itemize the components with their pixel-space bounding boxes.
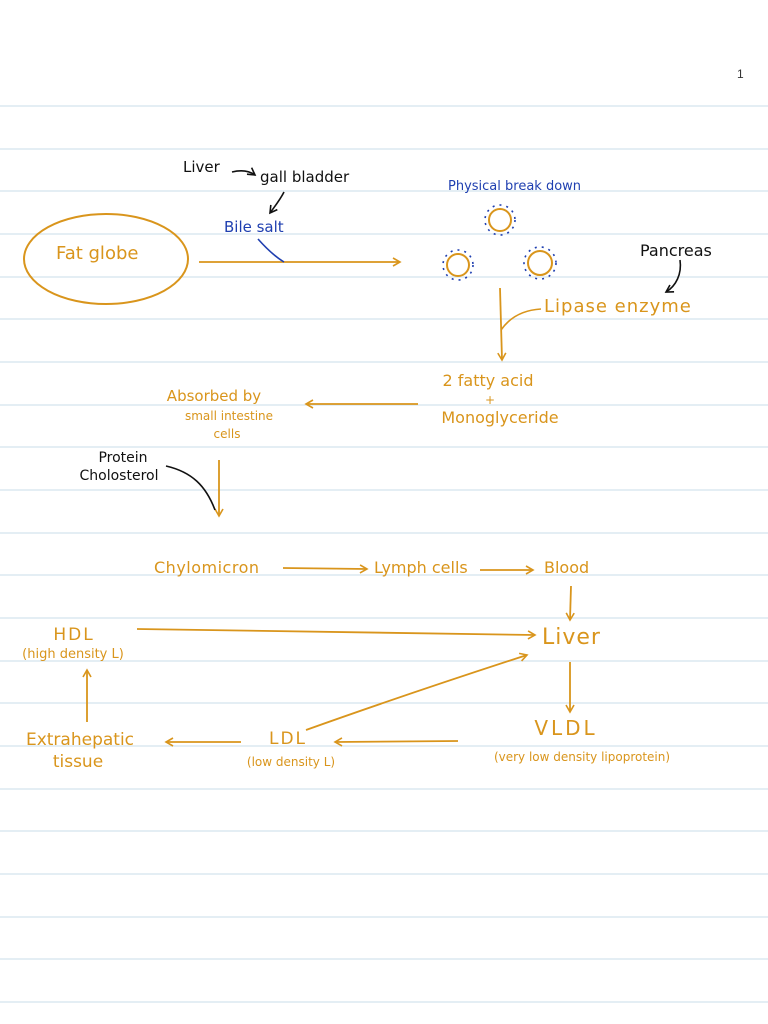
hdl-full-label: (high density L) <box>22 647 124 662</box>
extrahepatic-label-1: Extrahepatic <box>25 730 135 750</box>
hdl-to-liver-arrow <box>136 628 537 640</box>
protein-label: Protein <box>98 450 148 466</box>
liver-top-label: Liver <box>183 158 220 176</box>
pancreas-label: Pancreas <box>640 241 712 260</box>
bile-salt-label: Bile salt <box>224 218 284 236</box>
fat-globe-ellipse <box>23 213 189 305</box>
physical-breakdown-label: Physical break down <box>448 179 582 194</box>
vldl-full-label: (very low density lipoprotein) <box>493 750 671 764</box>
pancreas-arrow <box>664 259 682 293</box>
chylomicron-to-lymph-arrow <box>282 564 369 574</box>
vldl-label: VLDL <box>534 716 598 740</box>
liver-label: Liver <box>542 625 601 650</box>
blood-to-liver-arrow <box>565 585 575 622</box>
hdl-label: HDL <box>53 625 95 645</box>
absorbed-label-1: Absorbed by <box>166 387 262 405</box>
lipase-arrow <box>497 287 507 362</box>
absorbed-label-3: cells <box>213 427 241 441</box>
droplet-left <box>446 253 470 277</box>
blood-label: Blood <box>544 558 590 577</box>
liver-to-gallbladder-arrow <box>231 167 257 176</box>
droplet-left-dots <box>442 249 474 281</box>
gallbladder-to-bile-arrow <box>269 191 285 215</box>
fat-globe-label: Fat globe <box>56 243 139 264</box>
bile-salt-connector <box>257 238 285 263</box>
plus-label: + <box>484 393 496 407</box>
fat-droplets <box>442 204 557 281</box>
gall-bladder-label: gall bladder <box>260 168 350 186</box>
ldl-label: LDL <box>268 729 308 749</box>
cholesterol-label: Cholosterol <box>79 468 159 484</box>
droplet-top <box>488 208 512 232</box>
extrahepatic-label-2: tissue <box>52 752 104 772</box>
page-number: 1 <box>737 67 744 81</box>
vldl-to-ldl-arrow <box>333 737 459 747</box>
absorbed-label-2: small intestine <box>184 409 274 423</box>
lipase-enzyme-label: Lipase enzyme <box>544 296 692 317</box>
chylomicron-label: Chylomicron <box>154 558 260 577</box>
protein-connector <box>165 465 216 511</box>
ldl-to-liver-arrow <box>305 652 529 731</box>
lipase-connector <box>500 308 542 331</box>
fatty-acid-label: 2 fatty acid <box>442 371 534 390</box>
droplet-right <box>527 250 553 276</box>
ldl-full-label: (low density L) <box>246 755 336 769</box>
lymph-cells-label: Lymph cells <box>374 558 468 577</box>
droplet-right-dots <box>523 246 557 280</box>
monoglyceride-label: Monoglyceride <box>441 408 559 427</box>
droplet-top-dots <box>484 204 516 236</box>
